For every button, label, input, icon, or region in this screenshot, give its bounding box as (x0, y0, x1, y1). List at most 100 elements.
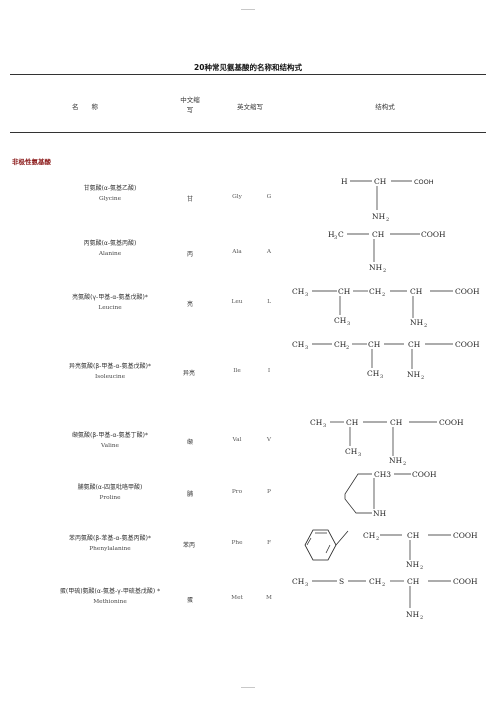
cn-abbr: 亮 (186, 301, 193, 308)
table-row: 甘氨酸(α-氨基乙酸) Glycine 甘 Gly G (0, 184, 496, 240)
amino-name: 丙氨酸(α-氨基丙酸) Alanine (20, 239, 200, 259)
footer-mark (241, 687, 255, 688)
cn-abbr: 脯 (186, 491, 193, 498)
met-ch: CH (407, 577, 420, 586)
table-row: 缬氨酸(β-甲基-α-氨基丁酸)* Valine 缬 Val V (0, 431, 496, 487)
met-nh: NH (406, 610, 420, 619)
leu-ch3-b-sub: 3 (347, 321, 350, 327)
cn-abbr: 异亮 (182, 370, 195, 377)
ala-c: C (338, 230, 344, 239)
cn-abbr: 蛋 (186, 597, 193, 604)
gly-ch: CH (374, 177, 387, 186)
ala-ch: CH (372, 230, 385, 239)
phe-cooh: COOH (453, 531, 478, 540)
ile-ch3-b: CH (367, 369, 380, 378)
en-abbr1: I (267, 368, 271, 374)
leu-ch2: CH (369, 287, 382, 296)
amino-cn-name: 蛋(甲硫)氨酸(α-氨基-γ-甲硫基戊酸) * (59, 588, 161, 595)
en-abbr3: Ile (233, 368, 241, 374)
ile-ch2-sub: 2 (346, 345, 349, 351)
pro-nh: NH (373, 509, 387, 518)
phe-nh-sub: 2 (420, 565, 423, 571)
ile-cooh: COOH (455, 340, 480, 349)
amino-cn-name: 缬氨酸(β-甲基-α-氨基丁酸)* (72, 432, 148, 439)
ile-ch3-sub: 3 (305, 345, 308, 351)
ile-nh: NH (407, 370, 421, 379)
met-s: S (339, 577, 344, 586)
page-title: 20种常见氨基酸的名称和结构式 (194, 63, 302, 72)
en-abbr3: Val (232, 437, 242, 443)
met-ch2: CH (369, 577, 382, 586)
leu-cooh: COOH (455, 287, 480, 296)
ala-h-sub: 3 (334, 235, 337, 241)
leu-ch2-sub: 2 (382, 292, 385, 298)
amino-name: 蛋(甲硫)氨酸(α-氨基-γ-甲硫基戊酸) * Methionine (20, 587, 200, 607)
section-heading: 非极性氨基酸 (12, 158, 51, 166)
amino-en-name: Leucine (98, 305, 122, 311)
en-abbr3: Leu (231, 299, 243, 305)
leu-ch3-b: CH (334, 316, 347, 325)
en-abbr1: G (266, 194, 272, 200)
leu-nh: NH (410, 318, 424, 327)
leu-ch-b: CH (410, 287, 423, 296)
amino-en-name: Methionine (93, 599, 127, 605)
amino-cn-name: 甘氨酸(α-氨基乙酸) (83, 185, 137, 192)
met-ch3: CH (292, 577, 305, 586)
val-ch3-sub: 3 (323, 423, 326, 429)
leu-ch: CH (338, 287, 351, 296)
pro-ch3: CH3 (374, 470, 391, 479)
en-abbr3: Pro (231, 489, 243, 495)
amino-en-name: Isoleucine (94, 374, 126, 380)
en-abbr1: L (267, 299, 271, 305)
amino-name: 缬氨酸(β-甲基-α-氨基丁酸)* Valine (20, 431, 200, 451)
val-ch3-b-sub: 3 (358, 452, 361, 458)
table-row: 苯丙氨酸(β-苯基-α-氨基丙酸)* Phenylalanine 苯丙 Phe … (0, 534, 496, 590)
gly-h: H (341, 177, 348, 186)
leu-nh-sub: 2 (424, 323, 427, 329)
ala-nh: NH (369, 263, 383, 272)
header-cn-abbr-line1: 中文缩 (180, 96, 200, 104)
met-ch3-sub: 3 (305, 582, 308, 588)
amino-en-name: Glycine (98, 196, 122, 202)
amino-name: 异亮氨酸(β-甲基-α-氨基戊酸)* Isoleucine (20, 362, 200, 382)
pro-cooh: COOH (412, 470, 437, 479)
amino-en-name: Proline (99, 495, 121, 501)
amino-cn-name: 亮氨酸(γ-甲基-α-氨基戊酸)* (72, 294, 148, 301)
table-row: 异亮氨酸(β-甲基-α-氨基戊酸)* Isoleucine 异亮 Ile I (0, 362, 496, 418)
ile-ch-b: CH (408, 340, 421, 349)
header-en-abbr: 英文缩写 (237, 103, 263, 111)
val-ch-b: CH (390, 418, 403, 427)
val-nh: NH (389, 456, 403, 465)
met-cooh: COOH (453, 577, 478, 586)
leu-ch3: CH (292, 287, 305, 296)
table-row: 丙氨酸(α-氨基丙酸) Alanine 丙 Ala A (0, 239, 496, 295)
ile-ch: CH (368, 340, 381, 349)
phe-ch: CH (407, 531, 420, 540)
amino-cn-name: 脯氨酸(α-四氢吡咯甲酸) (77, 484, 143, 491)
amino-name: 脯氨酸(α-四氢吡咯甲酸) Proline (20, 483, 200, 503)
phe-nh: NH (406, 560, 420, 569)
header-mark (241, 9, 255, 10)
amino-en-name: Alanine (98, 251, 122, 257)
en-abbr1: F (266, 540, 272, 546)
amino-cn-name: 丙氨酸(α-氨基丙酸) (83, 240, 137, 247)
en-abbr1: V (266, 437, 272, 443)
amino-cn-name: 异亮氨酸(β-甲基-α-氨基戊酸)* (69, 363, 151, 370)
ala-nh-sub: 2 (383, 268, 386, 274)
val-ch3: CH (310, 418, 323, 427)
gly-nh: NH (372, 212, 386, 221)
table-row: 亮氨酸(γ-甲基-α-氨基戊酸)* Leucine 亮 Leu L (0, 293, 496, 349)
gly-cooh: COOH (414, 178, 434, 186)
gly-nh-sub: 2 (386, 217, 389, 223)
val-cooh: COOH (439, 418, 464, 427)
amino-name: 苯丙氨酸(β-苯基-α-氨基丙酸)* Phenylalanine (20, 534, 200, 554)
ile-nh-sub: 2 (421, 375, 424, 381)
ala-h: H (328, 230, 335, 239)
en-abbr1: M (266, 595, 272, 601)
table-top-rule (10, 74, 486, 75)
table-row: 脯氨酸(α-四氢吡咯甲酸) Proline 脯 Pro P (0, 483, 496, 539)
en-abbr3: Gly (232, 194, 242, 200)
en-abbr3: Met (231, 595, 243, 601)
ala-cooh: COOH (421, 230, 446, 239)
